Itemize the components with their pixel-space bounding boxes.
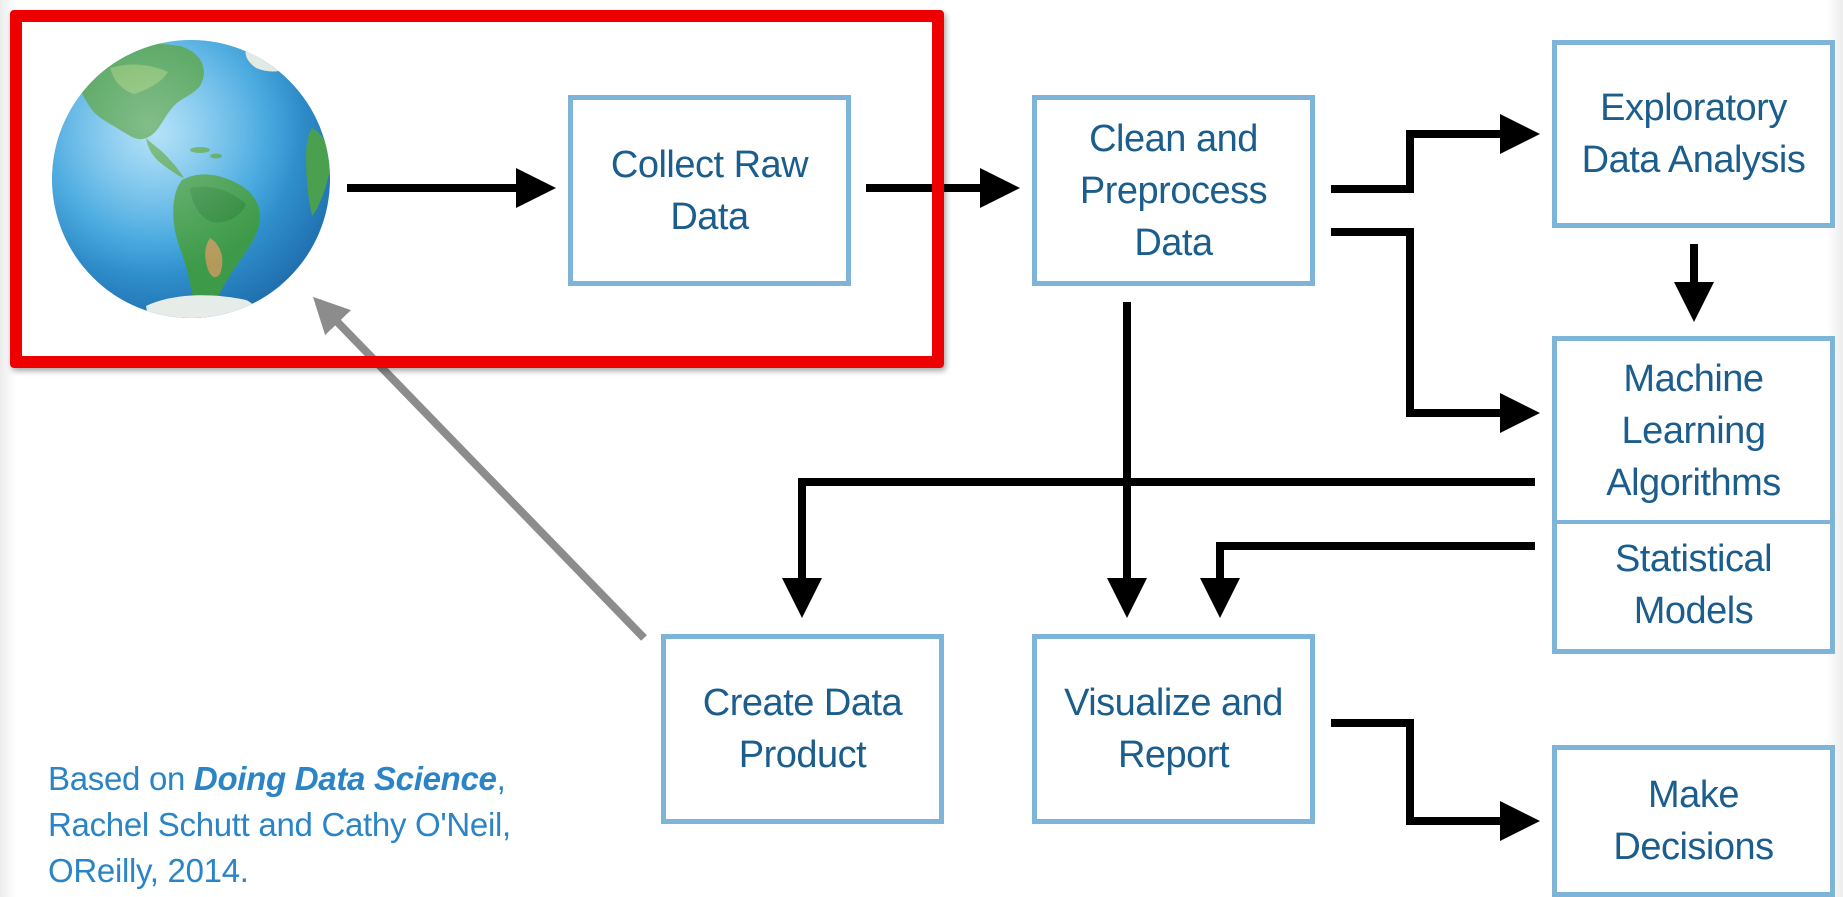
clean-preprocess-box: Clean and Preprocess Data [1032, 95, 1315, 286]
citation-authors: Rachel Schutt and Cathy O'Neil, [48, 806, 511, 843]
decisions-line-1: Make [1648, 774, 1739, 816]
stats-section: Statistical Models [1557, 521, 1830, 649]
ml-line-2: Learning [1621, 410, 1766, 452]
clean-line-1: Clean and [1089, 117, 1258, 160]
ml-section: Machine Learning Algorithms [1557, 341, 1830, 521]
ml-line-1: Machine [1623, 358, 1764, 400]
eda-line-1: Exploratory [1600, 87, 1787, 129]
citation-publisher: OReilly, 2014. [48, 852, 249, 889]
visualize-report-box: Visualize and Report [1032, 634, 1315, 824]
collect-raw-data-box: Collect Raw Data [568, 95, 851, 286]
citation-prefix: Based on [48, 760, 194, 797]
citation-suffix: , [496, 760, 506, 797]
source-citation: Based on Doing Data Science, Rachel Schu… [48, 756, 608, 894]
arrow-clean-to-ml [1331, 228, 1540, 433]
decisions-line-2: Decisions [1613, 826, 1774, 868]
eda-line-2: Data Analysis [1581, 139, 1806, 181]
arrow-visualize-to-decisions [1331, 719, 1540, 841]
clean-line-3: Data [1134, 221, 1213, 264]
visualize-line-1: Visualize and [1064, 682, 1283, 724]
stats-line-2: Models [1633, 590, 1754, 632]
earth-globe-icon [52, 40, 330, 318]
make-decisions-box: Make Decisions [1552, 745, 1835, 897]
stats-line-1: Statistical [1614, 538, 1773, 580]
arrow-product-to-globe [312, 296, 647, 641]
citation-book-title: Doing Data Science [193, 760, 497, 797]
product-line-2: Product [738, 734, 867, 776]
exploratory-analysis-box: Exploratory Data Analysis [1552, 40, 1835, 228]
clean-line-2: Preprocess [1079, 169, 1268, 212]
product-line-1: Create Data [702, 682, 903, 724]
collect-line-2: Data [670, 195, 749, 238]
arrow-clean-to-eda [1331, 114, 1540, 193]
visualize-line-2: Report [1117, 734, 1230, 776]
create-data-product-box: Create Data Product [661, 634, 944, 824]
ml-statistical-box: Machine Learning Algorithms Statistical … [1552, 336, 1835, 654]
ml-stats-divider [1553, 520, 1835, 524]
ml-line-3: Algorithms [1606, 462, 1781, 504]
collect-line-1: Collect Raw [610, 143, 809, 186]
citation-line-1: Based on Doing Data Science, [48, 756, 608, 802]
arrow-stats-to-visualize [1200, 542, 1535, 618]
arrow-ml-to-product [782, 478, 1535, 618]
